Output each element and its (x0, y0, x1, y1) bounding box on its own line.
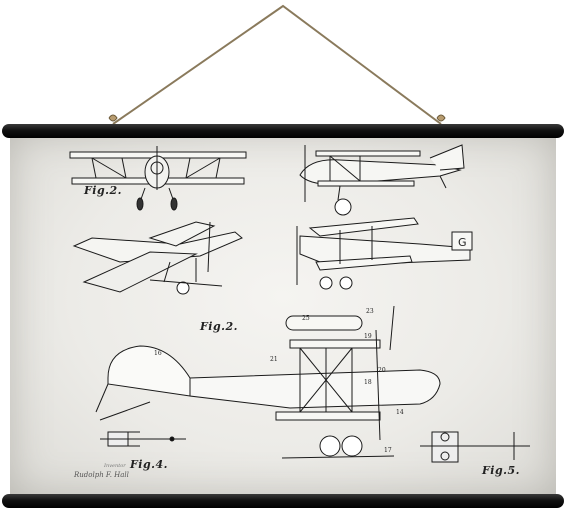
bottom-hanger-rod (2, 494, 564, 508)
hanging-cord (108, 4, 446, 125)
callout-14: 14 (396, 409, 404, 416)
patent-print (10, 133, 556, 496)
left-knot (108, 114, 118, 122)
figure-label-4: Fig.4. (130, 458, 168, 471)
fig5-detail (420, 431, 530, 463)
callout-19: 19 (364, 333, 372, 340)
tail-letter-g: G (458, 236, 467, 249)
monoplane-perspective (72, 221, 243, 295)
callout-18: 18 (364, 379, 372, 386)
biplane-front-view (69, 146, 247, 211)
callout-25: 25 (302, 315, 310, 322)
figure-label-top: Fig.2. (84, 184, 122, 197)
figure-label-center: Fig.2. (200, 320, 238, 333)
figure-label-5: Fig.5. (482, 464, 520, 477)
fig4-detail (100, 431, 186, 447)
biplane-g-perspective (296, 217, 473, 290)
callout-21: 21 (270, 356, 278, 363)
callout-23: 23 (366, 308, 374, 315)
top-hanger-rod (2, 124, 564, 138)
right-knot (436, 114, 446, 122)
biplane-detailed-side-view (95, 305, 441, 459)
biplane-side-view (299, 144, 465, 216)
signature-heading: Inventor (104, 463, 126, 469)
inventor-signature: Rudolph F. Hall (74, 471, 129, 479)
callout-20: 20 (378, 367, 386, 374)
callout-17: 17 (384, 447, 392, 454)
callout-16: 16 (154, 350, 162, 357)
